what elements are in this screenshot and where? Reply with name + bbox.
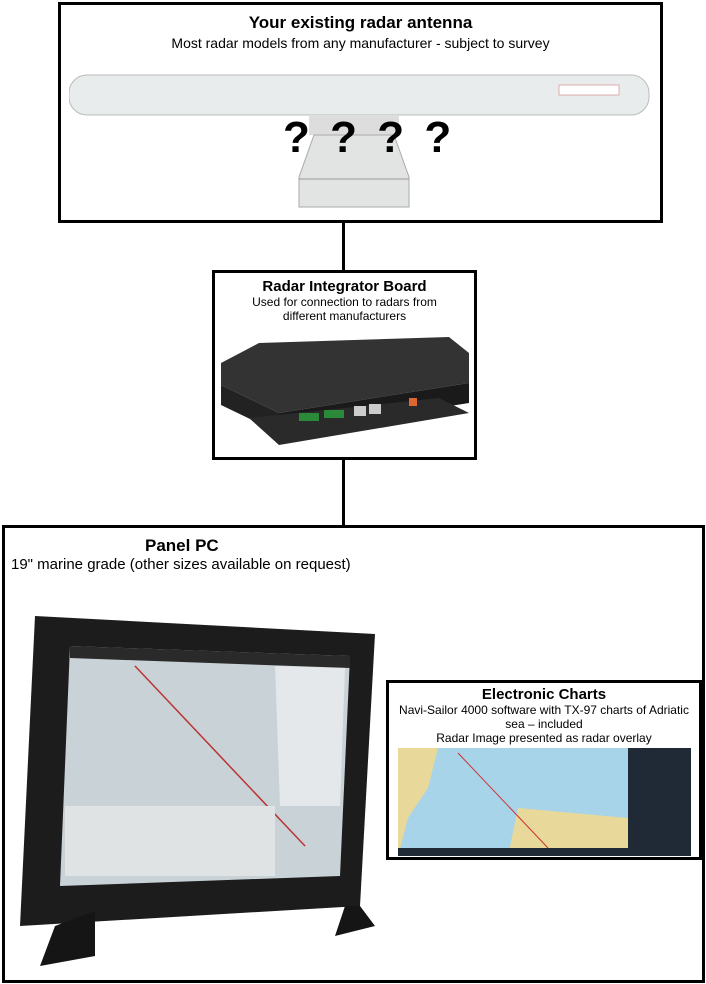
panel-pc-image [20, 616, 375, 966]
panel-pc-subtitle: 19" marine grade (other sizes available … [11, 556, 351, 573]
electronic-chart-screenshot [398, 748, 691, 856]
integrator-title: Radar Integrator Board [262, 278, 427, 295]
integrator-subtitle: Used for connection to radars from diffe… [252, 295, 437, 323]
charts-title: Electronic Charts [481, 686, 607, 703]
panel-pc-box: Panel PC 19" marine grade (other sizes a… [2, 525, 705, 983]
integrator-board-box: Radar Integrator Board Used for connecti… [212, 270, 477, 460]
connector-line [342, 458, 345, 528]
radar-antenna-box: Your existing radar antenna Most radar m… [58, 2, 663, 223]
connector-line [342, 220, 345, 272]
question-mark: ? [377, 113, 409, 162]
electronic-charts-box: Electronic Charts Navi-Sailor 4000 softw… [386, 680, 702, 860]
antenna-subtitle: Most radar models from any manufacturer … [171, 35, 550, 51]
charts-description: Navi-Sailor 4000 software with TX-97 cha… [399, 703, 689, 731]
question-mark: ? [330, 113, 362, 162]
charts-overlay-note: Radar Image presented as radar overlay [436, 731, 652, 745]
question-marks: ? ? ? ? [283, 113, 455, 163]
question-mark: ? [424, 113, 456, 162]
panel-pc-title: Panel PC [145, 536, 219, 555]
question-mark: ? [283, 113, 314, 162]
radar-antenna-image [69, 74, 650, 208]
integrator-board-image [221, 337, 469, 445]
antenna-title: Your existing radar antenna [248, 13, 473, 32]
